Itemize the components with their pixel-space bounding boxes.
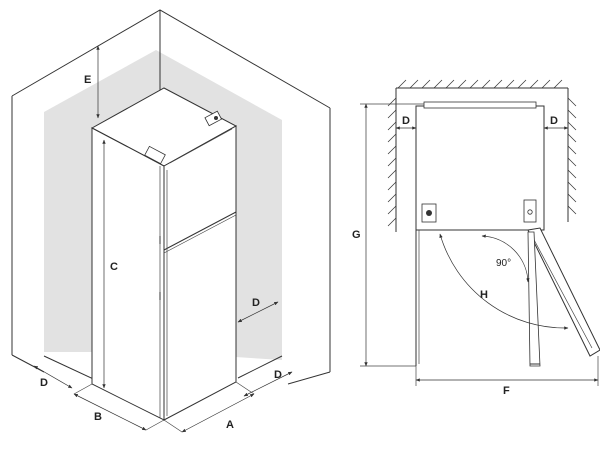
label-d-plan-left: D bbox=[402, 115, 410, 127]
label-angle: 90° bbox=[496, 258, 511, 269]
isometric-view: E C D D D B bbox=[11, 9, 331, 433]
label-a: A bbox=[226, 419, 234, 431]
label-b: B bbox=[94, 411, 102, 423]
open-door bbox=[527, 227, 600, 367]
dim-c: C bbox=[102, 139, 118, 389]
fridge-plan-outline bbox=[415, 101, 545, 366]
dim-d-plan-left: D bbox=[395, 115, 417, 130]
label-f: F bbox=[503, 385, 510, 397]
top-hinge-right bbox=[204, 110, 223, 127]
fridge-body bbox=[90, 87, 238, 421]
dim-d-front-right: D bbox=[243, 369, 293, 397]
fridge-front bbox=[163, 125, 237, 421]
label-c: C bbox=[110, 261, 118, 273]
label-d-plan-right: D bbox=[550, 115, 558, 127]
back-wall-hatch bbox=[396, 79, 568, 89]
dim-a: A bbox=[163, 381, 255, 433]
dim-d-front-left: D bbox=[33, 365, 73, 389]
door-split-line bbox=[163, 211, 237, 251]
dim-g: G bbox=[352, 103, 424, 367]
dim-h: H bbox=[439, 233, 569, 330]
label-g: G bbox=[352, 229, 361, 241]
dim-d-plan-right: D bbox=[543, 115, 569, 130]
angle-90: 90° bbox=[481, 234, 530, 283]
label-e: E bbox=[84, 74, 91, 86]
dim-e: E bbox=[84, 45, 100, 119]
right-side-wall bbox=[567, 88, 577, 222]
top-hinge-left bbox=[144, 145, 166, 165]
dim-d-side: D bbox=[237, 297, 279, 323]
dim-f: F bbox=[415, 356, 599, 397]
dim-b: B bbox=[73, 383, 165, 431]
label-d-front-right: D bbox=[274, 369, 282, 381]
left-side-wall bbox=[387, 88, 397, 232]
label-h: H bbox=[480, 289, 488, 301]
fridge-left-side bbox=[91, 127, 165, 421]
label-d-front-left: D bbox=[40, 377, 48, 389]
plan-view: 90° H D D G F bbox=[352, 79, 600, 397]
label-d-side: D bbox=[252, 297, 260, 309]
